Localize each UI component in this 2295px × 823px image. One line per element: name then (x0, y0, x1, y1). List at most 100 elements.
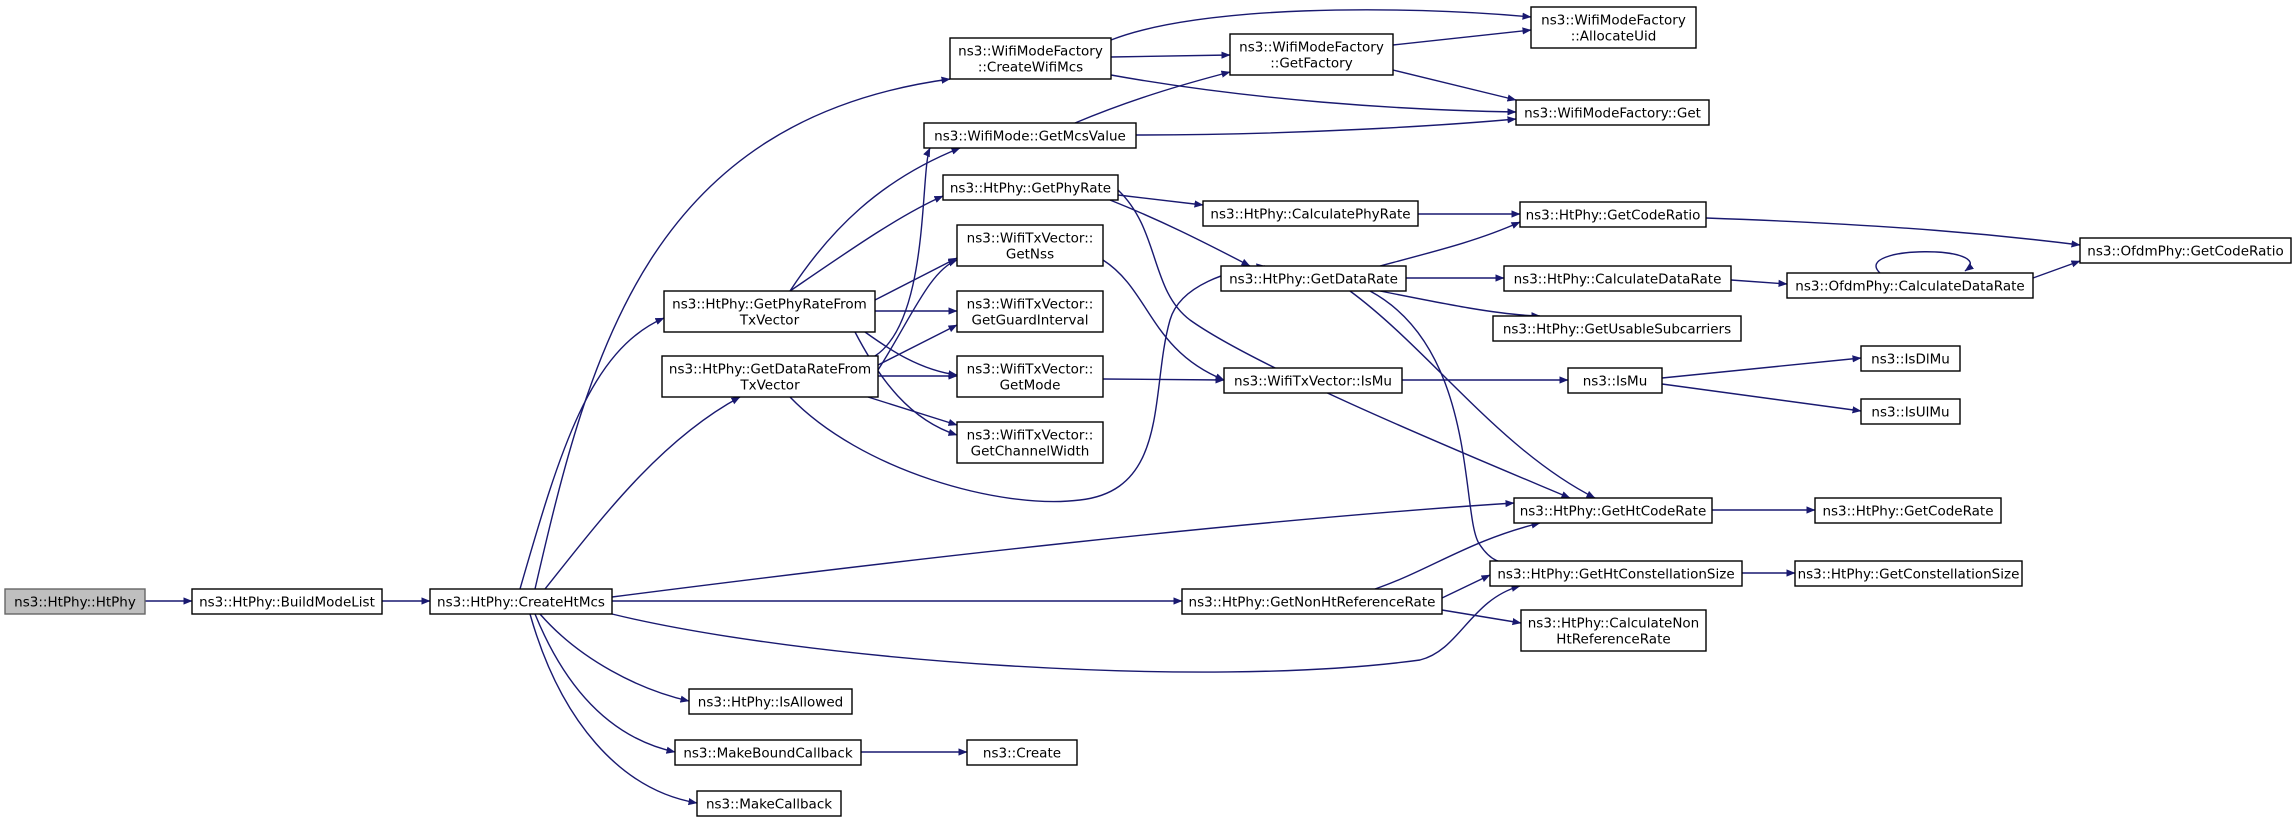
node-label: ns3::HtPhy::IsAllowed (698, 695, 843, 711)
edge-createhtmcs-to-makecallback (529, 613, 698, 806)
node-label: ::AllocateUid (1571, 29, 1657, 45)
edge-getnonhtrefrate-to-calcnonhtref (1441, 609, 1522, 626)
node-label: ns3::WifiModeFactory::Get (1524, 106, 1701, 122)
node-label: ns3::IsDlMu (1871, 352, 1950, 368)
node-box (429, 588, 613, 615)
node-label: ns3::HtPhy::GetCodeRatio (1526, 208, 1701, 224)
node-getfactory[interactable]: ns3::WifiModeFactory::GetFactory (1229, 33, 1394, 76)
edge-getmode-to-ismu (1102, 376, 1225, 384)
node-getdatarate[interactable]: ns3::HtPhy::GetDataRate (1220, 265, 1407, 292)
edge-getnss-to-ismu (1102, 259, 1225, 381)
edge-getdatarate-to-getusablesub (1379, 290, 1541, 320)
node-getguardinterval[interactable]: ns3::WifiTxVector::GetGuardInterval (956, 290, 1104, 333)
node-gethtcoderate[interactable]: ns3::HtPhy::GetHtCodeRate (1513, 497, 1713, 524)
node-makecallback[interactable]: ns3::MakeCallback (696, 790, 842, 817)
node-label: ns3::HtPhy::CalculateNon (1528, 616, 1700, 632)
edge-createhtmcs-to-getdataratefromtx (544, 396, 741, 590)
node-label: ns3::HtPhy::BuildModeList (199, 595, 375, 611)
edge-createhtmcs-to-makeboundcallback (534, 613, 676, 754)
edge-getfactory-to-allocateuid (1392, 27, 1532, 46)
edge-createwifimcs-to-wmfget (1110, 74, 1517, 116)
node-box (956, 355, 1104, 398)
node-label: ns3::HtPhy::CalculatePhyRate (1210, 207, 1410, 223)
node-isulmu[interactable]: ns3::IsUlMu (1860, 398, 1961, 425)
node-box (1519, 201, 1707, 228)
node-isdlmu[interactable]: ns3::IsDlMu (1860, 345, 1961, 372)
edge-getdataratefromtx-to-getdatarate (789, 263, 1266, 503)
node-label: ns3::WifiModeFactory (1541, 13, 1686, 29)
edge-createhtmcs-to-gethtconst (611, 584, 1521, 673)
node-calcphyrate[interactable]: ns3::HtPhy::CalculatePhyRate (1202, 200, 1419, 227)
node-getphyrate[interactable]: ns3::HtPhy::GetPhyRate (942, 174, 1119, 201)
node-getcoderate[interactable]: ns3::HtPhy::GetCodeRate (1814, 497, 2002, 524)
edge-getdatarate-to-getcoderatio (1379, 221, 1521, 267)
node-getconstsize[interactable]: ns3::HtPhy::GetConstellationSize (1794, 560, 2023, 587)
node-box (966, 739, 1078, 766)
node-box (1489, 560, 1743, 587)
node-box (1530, 6, 1697, 49)
node-label: ns3::HtPhy::GetPhyRate (950, 181, 1111, 197)
node-getmode[interactable]: ns3::WifiTxVector::GetMode (956, 355, 1104, 398)
edge-getphyrate-to-gethtcoderate (1117, 189, 1571, 499)
node-label: ns3::HtPhy::GetConstellationSize (1798, 567, 2020, 583)
node-box (1860, 345, 1961, 372)
edge-getmcsvalue-to-getfactory (1074, 70, 1231, 124)
node-label: ns3::Create (983, 746, 1061, 762)
node-createhtmcs[interactable]: ns3::HtPhy::CreateHtMcs (429, 588, 613, 615)
node-label: ns3::OfdmPhy::CalculateDataRate (1795, 279, 2024, 295)
edge-ofdmcalcdatarate-to-ofdmcalcdatarate (1875, 251, 1975, 274)
node-box (1786, 272, 2034, 299)
node-label: ns3::WifiMode::GetMcsValue (934, 129, 1126, 145)
node-label: ns3::WifiTxVector:: (967, 428, 1094, 444)
node-label: GetGuardInterval (972, 313, 1089, 329)
node-label: ns3::HtPhy::GetDataRateFrom (669, 362, 871, 378)
edge-getphyratefromtx-to-getchannelwidth (854, 331, 958, 436)
node-getusablesub[interactable]: ns3::HtPhy::GetUsableSubcarriers (1492, 315, 1742, 342)
node-buildmodelist[interactable]: ns3::HtPhy::BuildModeList (191, 588, 383, 615)
node-label: ns3::WifiTxVector:: (967, 362, 1094, 378)
edge-getfactory-to-wmfget (1392, 69, 1517, 102)
node-gethtconst[interactable]: ns3::HtPhy::GetHtConstellationSize (1489, 560, 1743, 587)
node-ismu[interactable]: ns3::WifiTxVector::IsMu (1223, 367, 1403, 394)
edge-nsismu-to-isulmu (1661, 383, 1862, 414)
edge-getdataratefromtx-to-getnss (877, 259, 958, 371)
node-getchannelwidth[interactable]: ns3::WifiTxVector::GetChannelWidth (956, 421, 1104, 464)
edge-getmcsvalue-to-wmfget (1135, 116, 1517, 136)
node-box (663, 290, 876, 333)
node-box (949, 37, 1112, 80)
node-getcoderatio[interactable]: ns3::HtPhy::GetCodeRatio (1519, 201, 1707, 228)
node-nsismu[interactable]: ns3::IsMu (1567, 367, 1663, 394)
node-ofdmgetcoderatio[interactable]: ns3::OfdmPhy::GetCodeRatio (2079, 237, 2292, 264)
node-wmfget[interactable]: ns3::WifiModeFactory::Get (1515, 99, 1710, 126)
node-getnonhtrefrate[interactable]: ns3::HtPhy::GetNonHtReferenceRate (1181, 588, 1443, 615)
node-box (1794, 560, 2023, 587)
node-box (2079, 237, 2292, 264)
node-label: ns3::HtPhy::GetPhyRateFrom (672, 297, 867, 313)
node-label: ns3::WifiModeFactory (1239, 40, 1384, 56)
node-create[interactable]: ns3::Create (966, 739, 1078, 766)
node-label: ns3::HtPhy::CalculateDataRate (1514, 272, 1722, 288)
node-label: ns3::HtPhy::CreateHtMcs (437, 595, 605, 611)
node-box (696, 790, 842, 817)
node-makeboundcallback[interactable]: ns3::MakeBoundCallback (674, 739, 862, 766)
node-label: ns3::IsUlMu (1871, 405, 1949, 421)
edge-getphyratefromtx-to-getmcsvalue (789, 147, 961, 292)
node-createwifimcs[interactable]: ns3::WifiModeFactory::CreateWifiMcs (949, 37, 1112, 80)
node-allocateuid[interactable]: ns3::WifiModeFactory::AllocateUid (1530, 6, 1697, 49)
node-getmcsvalue[interactable]: ns3::WifiMode::GetMcsValue (923, 122, 1137, 149)
node-ofdmcalcdatarate[interactable]: ns3::OfdmPhy::CalculateDataRate (1786, 272, 2034, 299)
node-isallowed[interactable]: ns3::HtPhy::IsAllowed (688, 688, 853, 715)
node-label: ns3::WifiModeFactory (958, 44, 1103, 60)
edge-getphyrate-to-calcphyrate (1117, 194, 1204, 208)
node-box (923, 122, 1137, 149)
node-htphy[interactable]: ns3::HtPhy::HtPhy (4, 588, 146, 615)
edge-getdataratefromtx-to-getchannelwidth (867, 396, 958, 426)
node-getnss[interactable]: ns3::WifiTxVector::GetNss (956, 224, 1104, 267)
node-box (1503, 265, 1732, 292)
edge-ofdmcalcdatarate-to-ofdmgetcoderatio (2032, 260, 2081, 279)
node-calcdatarate[interactable]: ns3::HtPhy::CalculateDataRate (1503, 265, 1732, 292)
